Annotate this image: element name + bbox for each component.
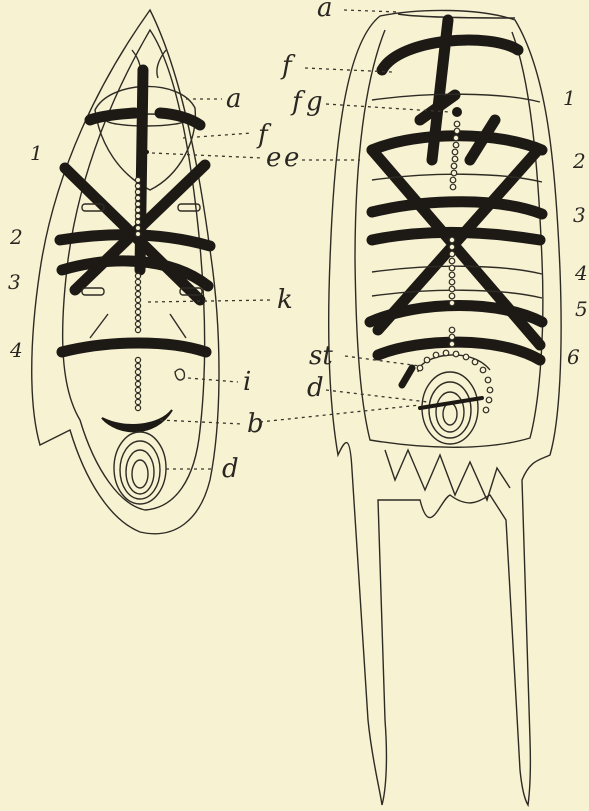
left-sac: [82, 288, 104, 295]
right-label-st: st: [309, 341, 333, 371]
right-ring-number-5: 5: [575, 297, 588, 321]
right-ring-number-3: 3: [573, 203, 586, 227]
left-label-e: e: [266, 143, 281, 173]
right-ring-guide: [372, 266, 542, 274]
left-organism: a f e k i b d 1 2 3 4: [8, 10, 293, 534]
right-label-a: a: [317, 0, 333, 23]
right-label-d: d: [307, 373, 324, 403]
left-leader-i: [188, 378, 238, 382]
right-leader-b: [260, 405, 420, 422]
left-leader-e: [152, 153, 262, 158]
left-label-d: d: [222, 454, 239, 484]
right-ring-guide: [372, 290, 542, 298]
left-label-a: a: [226, 84, 242, 114]
right-label-e: e: [284, 143, 299, 173]
right-ring-number-2: 2: [572, 149, 586, 173]
right-ring-number-6: 6: [567, 345, 580, 369]
left-ring-number-3: 3: [8, 270, 21, 294]
left-concentric-body: [114, 432, 166, 504]
right-ring-number-1: 1: [563, 86, 576, 110]
left-muscle-ring-4: [62, 343, 206, 352]
right-label-f: f: [280, 51, 296, 81]
right-organism: a f f g e st d 1 2 3 4 5 6: [260, 0, 588, 805]
left-label-k: k: [277, 285, 293, 315]
right-label-f-g-f: f: [290, 87, 306, 117]
right-concentric-body: [420, 372, 482, 444]
right-fringe: [385, 450, 510, 500]
left-bud: [175, 369, 184, 380]
left-leader-k: [148, 300, 272, 302]
left-beaded-canal: [135, 177, 140, 410]
right-ring-number-4: 4: [574, 261, 588, 285]
left-label-i: i: [243, 367, 251, 397]
right-muscle-ring-6: [378, 342, 540, 360]
right-label-g: g: [306, 87, 323, 117]
right-leader-a: [344, 10, 398, 12]
left-ring-number-2: 2: [9, 225, 23, 249]
left-label-b: b: [247, 409, 264, 439]
right-muscle-ring-3: [372, 202, 542, 214]
left-ring-number-4: 4: [9, 338, 23, 362]
right-leader-d: [326, 390, 428, 402]
left-dot: [145, 150, 149, 154]
left-ring-number-1: 1: [30, 141, 43, 165]
